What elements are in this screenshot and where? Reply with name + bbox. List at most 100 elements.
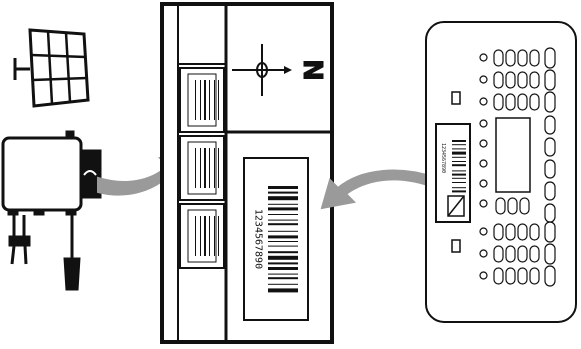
main-barcode-bar (268, 245, 298, 247)
slot-barcode-bar (204, 216, 206, 256)
sheet-slot (529, 49, 540, 67)
sticker-slots (179, 67, 225, 269)
main-barcode-bar (268, 288, 298, 293)
sheet-slot (493, 49, 504, 67)
main-barcode-number: 1234567890 (253, 209, 264, 269)
sheet-slot (529, 245, 540, 263)
main-barcode-bar (268, 273, 298, 275)
sheet-slot (493, 245, 504, 263)
sheet-slot (517, 93, 528, 111)
small-barcode-bars (452, 140, 466, 193)
sheet-slot (495, 197, 506, 215)
slot-barcode-bar (209, 216, 210, 256)
slot-barcode-bar (214, 148, 215, 188)
sheet-slot (505, 267, 516, 285)
compass-center-ring (256, 62, 268, 78)
slot-barcode-bar (200, 80, 201, 120)
sheet-small-rect-bottom (451, 239, 461, 253)
sheet-slot (544, 203, 556, 223)
main-barcode-bar (268, 219, 298, 221)
main-barcode-bar (268, 255, 298, 260)
sheet-slot (493, 71, 504, 89)
sheet-slot (493, 93, 504, 111)
small-barcode-bar (452, 140, 466, 142)
sheet-slot (517, 71, 528, 89)
sheet-slot (544, 115, 556, 135)
sheet-slot (479, 53, 488, 62)
sheet-slot (517, 223, 528, 241)
main-barcode-bar (268, 277, 298, 280)
label-sheet: 1234567890 (425, 21, 577, 323)
main-barcode-bar (268, 186, 298, 189)
main-barcode-bar (268, 214, 298, 215)
sheet-slot (529, 93, 540, 111)
sheet-slot (544, 221, 556, 243)
small-barcode-bar (452, 177, 466, 179)
small-barcode-number: 1234567890 (440, 143, 446, 173)
slot-barcode-bar (218, 216, 219, 256)
sheet-slot (493, 267, 504, 285)
sheet-slot (479, 227, 488, 236)
main-barcode-bar (268, 230, 298, 232)
main-barcode-bar (268, 196, 298, 201)
sheet-slot (544, 91, 556, 113)
sheet-slot (544, 47, 556, 69)
small-barcode-bar (452, 148, 466, 150)
sheet-slot (479, 249, 488, 258)
sticker-slot (179, 135, 225, 201)
sheet-slot (479, 119, 488, 128)
main-barcode-bar (268, 223, 298, 226)
sheet-small-rect-top (451, 91, 461, 105)
main-barcode-bar (268, 283, 298, 285)
sheet-slot (544, 243, 556, 265)
small-barcode-bar (452, 173, 466, 176)
sheet-slot (529, 223, 540, 241)
sticker-slot (179, 203, 225, 269)
small-barcode-bar (452, 182, 466, 183)
solar-panel-icon (13, 28, 90, 108)
sheet-slot (479, 179, 488, 188)
sheet-slot (529, 71, 540, 89)
main-barcode-bar (268, 207, 298, 211)
small-barcode-bar (452, 161, 466, 162)
sheet-slot (544, 265, 556, 287)
sheet-label-slots (479, 47, 556, 287)
north-label: N (297, 59, 327, 81)
sheet-slot (544, 137, 556, 157)
sheet-slot (505, 93, 516, 111)
slot-barcode-bar (218, 148, 219, 188)
sheet-slot (507, 197, 518, 215)
microinverter-icon (1, 130, 102, 291)
main-barcode-bar (268, 262, 298, 265)
small-barcode-bar (452, 144, 466, 146)
main-barcode-bar (268, 267, 298, 270)
small-barcode-bar (452, 187, 466, 189)
sheet-slot (479, 271, 488, 280)
sheet-peel-diagonal (447, 195, 465, 217)
compass: N (232, 44, 328, 96)
sheet-slot (505, 245, 516, 263)
main-barcode-bar (268, 241, 298, 242)
small-barcode-bar (452, 164, 466, 167)
sheet-slot (544, 159, 556, 179)
sheet-center-rect (495, 117, 531, 193)
sheet-slot (479, 139, 488, 148)
slot-barcode-bar (195, 216, 196, 256)
sheet-slot (479, 75, 488, 84)
sheet-slot (493, 223, 504, 241)
main-barcode-label: 1234567890 (243, 157, 309, 321)
sheet-slot (479, 159, 488, 168)
small-barcode-bar (452, 156, 466, 158)
sheet-slot (544, 69, 556, 91)
slot-barcode-bar (195, 80, 196, 120)
sheet-slot (517, 49, 528, 67)
sheet-slot (519, 197, 530, 215)
main-barcode-bar (268, 251, 298, 254)
slot-barcode-bar (214, 80, 215, 120)
sheet-slot (544, 181, 556, 201)
sheet-slot (505, 223, 516, 241)
small-barcode-bar (452, 151, 466, 155)
slot-barcode-bar (204, 148, 206, 188)
slot-barcode-bar (200, 148, 201, 188)
